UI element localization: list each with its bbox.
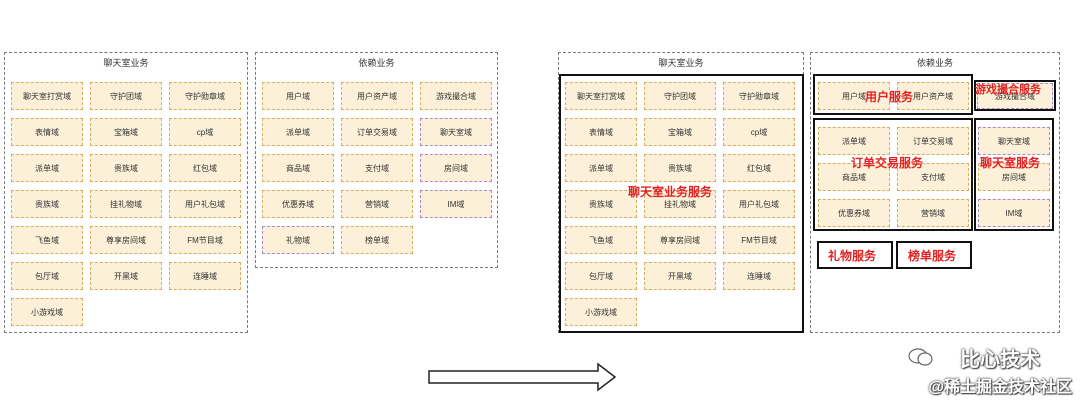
domain-box: 支付域: [341, 154, 413, 182]
domain-box: 聊天室域: [978, 127, 1050, 155]
domain-box: 营销域: [341, 190, 413, 218]
domain-box: 飞鱼域: [565, 226, 637, 254]
domain-box: 红包域: [723, 154, 795, 182]
domain-box: 表情域: [565, 118, 637, 146]
domain-box: 包厅域: [565, 262, 637, 290]
chat-business-service-group: [559, 74, 804, 333]
domain-box: 尊享房间域: [90, 226, 162, 254]
right-chat-panel-title: 聊天室业务: [658, 58, 704, 68]
domain-box: 小游戏域: [565, 298, 637, 326]
domain-box: 房间域: [978, 163, 1050, 191]
left-chat-panel-title: 聊天室业务: [103, 58, 149, 68]
domain-box: 连睡域: [169, 262, 241, 290]
game-service-label: 游戏撮合服务: [975, 84, 1041, 96]
domain-box: FM节目域: [169, 226, 241, 254]
chat-business-service-label: 聊天室业务服务: [628, 185, 713, 199]
domain-box: 订单交易域: [897, 127, 969, 155]
order-service-label: 订单交易服务: [851, 156, 924, 170]
game-service-group: [974, 80, 1056, 111]
domain-box: 派单域: [818, 127, 890, 155]
domain-box: 礼物域: [262, 226, 334, 254]
domain-box: 派单域: [262, 118, 334, 146]
domain-box: 贵族域: [565, 190, 637, 218]
domain-box: 派单域: [565, 154, 637, 182]
domain-box: 游戏撮合域: [420, 82, 492, 110]
rank-service-label: 榜单服务: [908, 249, 957, 263]
domain-box: 用户域: [262, 82, 334, 110]
domain-box: 挂礼物域: [90, 190, 162, 218]
left-dep-panel-title: 依赖业务: [358, 58, 395, 68]
right-dep-panel-title: 依赖业务: [916, 58, 953, 68]
domain-box: 派单域: [11, 154, 83, 182]
domain-box: 宝箱域: [644, 118, 716, 146]
domain-box: 优惠券域: [262, 190, 334, 218]
chatroom-service-group: [974, 118, 1054, 231]
domain-box: 宝箱域: [90, 118, 162, 146]
domain-box: 支付域: [897, 163, 969, 191]
domain-box: 挂礼物域: [644, 190, 716, 218]
domain-box: cp域: [169, 118, 241, 146]
wechat-icon: [908, 348, 933, 366]
transform-arrow-icon: [428, 362, 617, 392]
domain-box: 守护团域: [90, 82, 162, 110]
domain-box: 游戏撮合域: [977, 83, 1053, 109]
domain-box: 用户礼包域: [169, 190, 241, 218]
domain-box: IM域: [420, 190, 492, 218]
domain-box: 营销域: [897, 199, 969, 227]
domain-box: cp域: [723, 118, 795, 146]
domain-box: 连睡域: [723, 262, 795, 290]
domain-box: 聊天室域: [420, 118, 492, 146]
domain-box: 开黑域: [644, 262, 716, 290]
domain-box: 守护团域: [644, 82, 716, 110]
domain-box: 小游戏域: [11, 298, 83, 326]
domain-box: 房间域: [420, 154, 492, 182]
rank-service-group: [896, 241, 972, 269]
chatroom-service-label: 聊天室服务: [980, 156, 1041, 170]
domain-box: 用户域: [818, 82, 890, 110]
domain-box: 聊天室打赏域: [11, 82, 83, 110]
domain-box: 用户礼包域: [723, 190, 795, 218]
domain-box: 表情域: [11, 118, 83, 146]
user-service-group: [813, 74, 973, 115]
domain-box: 飞鱼域: [11, 226, 83, 254]
domain-box: 聊天室打赏域: [565, 82, 637, 110]
gift-service-group: [817, 241, 893, 269]
domain-box: 贵族域: [90, 154, 162, 182]
domain-box: 包厅域: [11, 262, 83, 290]
domain-box: FM节目域: [723, 226, 795, 254]
user-service-label: 用户服务: [865, 90, 914, 104]
domain-box: 用户资产域: [897, 82, 969, 110]
domain-box: 守护勋章域: [723, 82, 795, 110]
watermark-subtitle: @稀土掘金技术社区: [928, 379, 1072, 396]
domain-box: 用户资产域: [341, 82, 413, 110]
domain-box: 尊享房间域: [644, 226, 716, 254]
domain-box: 贵族域: [11, 190, 83, 218]
watermark-title: 比心技术: [960, 349, 1040, 371]
domain-box: 优惠券域: [818, 199, 890, 227]
domain-box: 榜单域: [341, 226, 413, 254]
domain-box: 开黑域: [90, 262, 162, 290]
domain-box: 贵族域: [644, 154, 716, 182]
domain-box: 商品域: [262, 154, 334, 182]
domain-box: 订单交易域: [341, 118, 413, 146]
domain-box: 红包域: [169, 154, 241, 182]
order-service-group: [813, 118, 973, 231]
gift-service-label: 礼物服务: [828, 249, 877, 263]
domain-box: 守护勋章域: [169, 82, 241, 110]
domain-box: IM域: [978, 199, 1050, 227]
domain-box: 商品域: [818, 163, 890, 191]
